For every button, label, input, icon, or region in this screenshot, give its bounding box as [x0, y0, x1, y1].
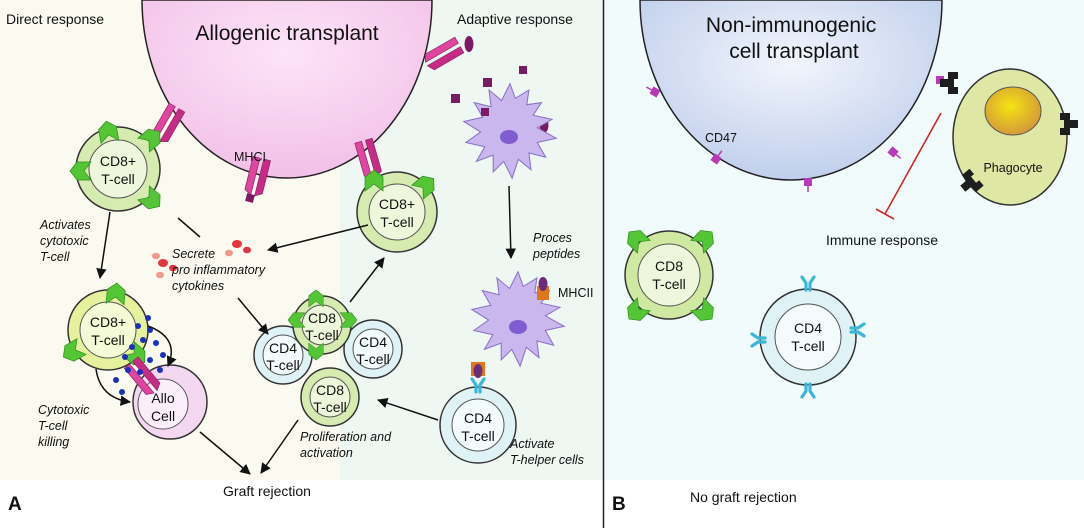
- mhci-label: MHCI: [234, 150, 266, 164]
- peptide: [245, 193, 255, 203]
- cell-label: T-cell: [380, 214, 413, 230]
- mhcii-label: MHCII: [558, 286, 593, 300]
- cell-label: T-cell: [791, 338, 824, 354]
- allogenic-transplant-cell: [141, 0, 433, 179]
- cell-label: CD8: [316, 382, 344, 398]
- mhc-ii-protein: [537, 286, 549, 300]
- panel-a-footer-bg: [0, 480, 603, 528]
- cell-label: T-cell: [266, 357, 299, 373]
- panel-a-letter: A: [8, 494, 22, 515]
- cell-label: T-cell: [313, 399, 346, 415]
- dendritic-nucleus: [500, 130, 518, 144]
- peptide: [538, 277, 548, 291]
- cell-nucleus: [637, 243, 701, 307]
- cell-label: CD4: [464, 410, 492, 426]
- non-immunogenic-title: Non-immunogenic cell transplant: [706, 14, 882, 63]
- cytotoxic-killing-label: Cytotoxic T-cell killing: [38, 403, 93, 449]
- cell-nucleus: [309, 376, 351, 418]
- activate-helper-label: Activate T-helper cells: [509, 437, 584, 467]
- cell-label: T-cell: [356, 351, 389, 367]
- cell-nucleus: [262, 334, 304, 376]
- phagocyte-nucleus: [984, 86, 1042, 136]
- phagocyte-label: Phagocyte: [983, 161, 1042, 175]
- cell-label: Cell: [151, 408, 175, 424]
- cell-nucleus: [368, 183, 426, 241]
- cell-label: CD8+: [90, 314, 126, 330]
- cell-label: CD8: [308, 310, 336, 326]
- cell-label: T-cell: [101, 171, 134, 187]
- antigen: [464, 36, 474, 52]
- proces-peptides-label: Proces peptides: [532, 231, 580, 261]
- dendritic-nucleus: [509, 320, 527, 334]
- cell-label: T-cell: [652, 276, 685, 292]
- immune-response-label: Immune response: [826, 232, 938, 248]
- non-immunogenic-transplant-cell: [639, 0, 943, 181]
- cell-label: CD8+: [379, 196, 415, 212]
- antigen: [519, 66, 527, 74]
- cell-label: CD8+: [100, 153, 136, 169]
- proliferation-label: Proliferation and activation: [300, 430, 395, 460]
- granzyme-dots: [113, 315, 166, 395]
- cd47-label: CD47: [705, 131, 737, 145]
- cell-label: CD4: [359, 334, 387, 350]
- cell-nucleus: [352, 328, 394, 370]
- peptide: [473, 364, 483, 378]
- cell-nucleus: [88, 139, 148, 199]
- activates-label: Activates cytotoxic T-cell: [39, 218, 94, 264]
- adaptive-response-label: Adaptive response: [457, 11, 573, 27]
- antigen: [483, 78, 492, 87]
- no-graft-rejection-label: No graft rejection: [690, 489, 797, 505]
- allogenic-transplant-title: Allogenic transplant: [195, 22, 378, 45]
- cell-nucleus: [774, 303, 842, 371]
- secrete-label: Secrete pro inflammatory cytokines: [171, 247, 269, 293]
- inhibition-arrow: [875, 112, 942, 220]
- cell-label: Allo: [151, 390, 175, 406]
- arrows-panel-a: [95, 185, 516, 475]
- cytokines: [152, 240, 251, 279]
- cell-label: CD8: [655, 258, 683, 274]
- cell-nucleus: [451, 398, 505, 452]
- panel-b-footer-bg: [604, 480, 1084, 528]
- graft-rejection-label: Graft rejection: [223, 483, 311, 499]
- cell-nucleus: [79, 301, 137, 359]
- antigen: [481, 108, 489, 116]
- cell-label: T-cell: [305, 327, 338, 343]
- antigen: [451, 94, 460, 103]
- cell-label: CD4: [269, 340, 297, 356]
- cell-label: CD4: [794, 320, 822, 336]
- panel-b-letter: B: [612, 494, 626, 515]
- direct-response-label: Direct response: [6, 11, 104, 27]
- cell-label: T-cell: [91, 332, 124, 348]
- cell-label: T-cell: [461, 428, 494, 444]
